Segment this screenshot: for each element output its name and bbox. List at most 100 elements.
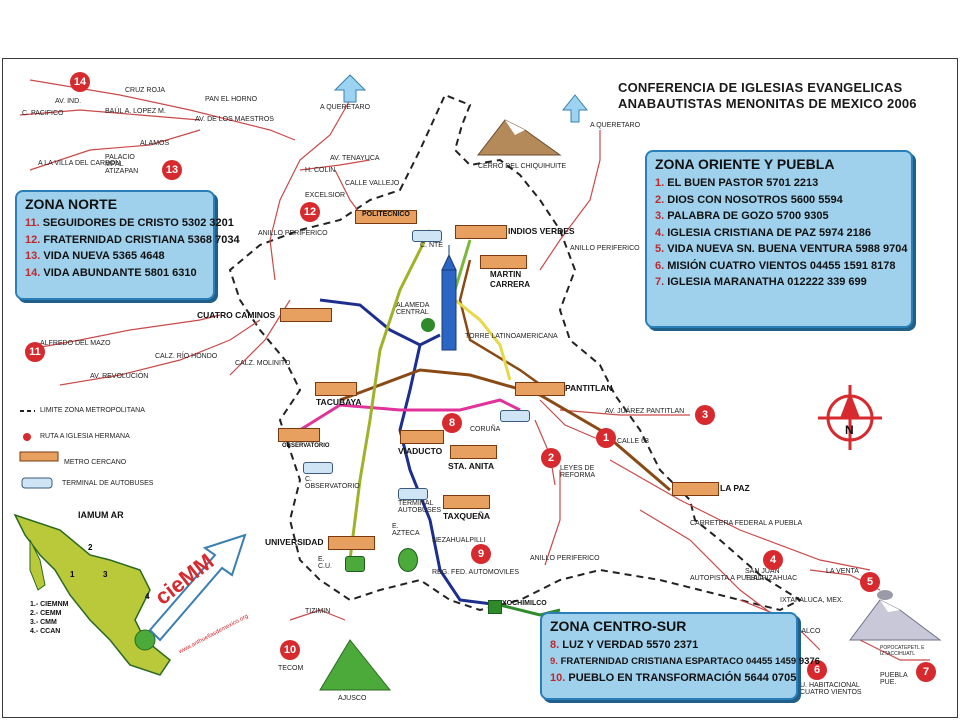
legend-ruta: RUTA A IGLESIA HERMANA — [40, 433, 130, 440]
metro-line-brown — [339, 368, 671, 492]
list-item: 11. SEGUIDORES DE CRISTO 5302 3201 — [25, 217, 234, 229]
label-torre: TORRE LATINOAMERICANA — [465, 333, 558, 340]
church-badge-8[interactable]: 8 — [442, 413, 462, 433]
label-anillo-per-n: ANILLO PERIFERICO — [258, 230, 328, 237]
station-label-xochimilco: XOCHIMILCO — [502, 600, 547, 607]
inset-number-3: 3 — [103, 570, 108, 579]
road-queretaro — [269, 99, 351, 281]
label-tecom: TECOM — [278, 665, 304, 672]
label-popocatepetl: POPOCATEPETL E IZTACCIHUATL — [880, 645, 925, 657]
list-item: 14. VIDA ABUNDANTE 5801 6310 — [25, 266, 197, 279]
station-train-la-paz — [672, 482, 719, 496]
inset-number-4: 4 — [145, 592, 150, 601]
church-badge-7[interactable]: 7 — [916, 662, 936, 682]
zona-norte-panel: ZONA NORTE 11. SEGUIDORES DE CRISTO 5302… — [15, 190, 240, 300]
label-av-juarez: AV. JUÁREZ PANTITLAN — [605, 408, 685, 415]
alameda-tree-icon — [421, 318, 435, 332]
list-item: 13. VIDA NUEVA 5365 4648 — [25, 250, 165, 262]
station-label-observatorio: OBSERVATORIO — [282, 443, 330, 449]
church-badge-1[interactable]: 1 — [596, 428, 616, 448]
label-anillo-per-e: ANILLO PERIFERICO — [570, 245, 640, 252]
road-villa — [29, 129, 201, 171]
label-c-observatorio: C. OBSERVATORIO — [305, 476, 360, 490]
zona-centro-sur-heading: ZONA CENTRO-SUR — [550, 618, 687, 634]
station-train-xochimilco — [488, 600, 502, 614]
tower-icon — [441, 245, 457, 351]
station-label-martin-carrera: MARTIN CARRERA — [490, 270, 530, 289]
legend-terminal: TERMINAL DE AUTOBUSES — [62, 480, 154, 487]
label-av-tenayuca: AV. TENAYUCA — [330, 155, 380, 162]
station-train-taxquena — [443, 495, 490, 509]
road-tizimin — [289, 609, 346, 621]
church-badge-13[interactable]: 13 — [162, 160, 182, 180]
church-badge-6[interactable]: 6 — [807, 660, 827, 680]
bus-terminal-oriente-icon — [500, 410, 530, 422]
road-calle63 — [539, 399, 601, 441]
road-autopista — [639, 509, 781, 621]
station-train-politecnico — [355, 210, 417, 224]
bus-terminal-norte-icon — [412, 230, 442, 242]
label-excelsior: EXCELSIOR — [305, 192, 346, 199]
inset-pointer-arrow — [148, 533, 247, 642]
road-carretera — [609, 459, 871, 571]
arrow-queretaro-1-icon — [333, 74, 367, 103]
church-badge-11[interactable]: 11 — [25, 342, 45, 362]
label-carretera-puebla: CARRETERA FEDERAL A PUEBLA — [690, 520, 803, 527]
church-badge-9[interactable]: 9 — [471, 544, 491, 564]
metro-line-pink — [299, 398, 521, 432]
station-train-cuatro-caminos — [280, 308, 332, 322]
zona-oriente-heading: ZONA ORIENTE Y PUEBLA — [655, 156, 835, 172]
compass-icon — [818, 385, 882, 450]
church-badge-3[interactable]: 3 — [695, 405, 715, 425]
label-alameda: ALAMEDA CENTRAL — [396, 302, 430, 316]
station-train-sta-anita — [450, 445, 497, 459]
label-palacio: PALACIO MPAL ATIZAPAN — [105, 154, 139, 175]
road-revolucion — [59, 319, 261, 386]
label-u-habitacional: U. HABITACIONAL CUATRO VIENTOS — [800, 682, 862, 696]
compass-n-label: N — [845, 423, 854, 437]
bus-terminal-poniente-icon — [303, 462, 333, 474]
church-badge-5[interactable]: 5 — [860, 572, 880, 592]
label-alfredo: ALFREDO DEL MAZO — [40, 340, 111, 347]
list-item: 3. PALABRA DE GOZO 5700 9305 — [655, 210, 829, 222]
label-ixtapaluca: IXTAPALUCA, MEX. — [780, 597, 844, 604]
label-av-revolucion: AV. REVOLUCIÓN — [90, 373, 149, 380]
list-item: 6. MISIÓN CUATRO VIENTOS 04455 1591 8178 — [655, 259, 896, 272]
label-av-ind: AV. IND. — [55, 98, 82, 105]
inset-heading: IAMUM AR — [78, 510, 124, 520]
inset-number-2: 2 — [88, 543, 93, 552]
station-train-martin-carrera — [480, 255, 527, 269]
label-a-queretaro-1: A QUERETARO — [320, 104, 371, 111]
label-san-juan: SAN JUAN TLALPIZAHUAC — [745, 568, 798, 582]
map-title-line2: ANABAUTISTAS MENONITAS DE MEXICO 2006 — [618, 96, 917, 111]
church-badge-12[interactable]: 12 — [300, 202, 320, 222]
church-badge-4[interactable]: 4 — [763, 550, 783, 570]
legend-route-swatch — [23, 433, 31, 441]
church-badge-2[interactable]: 2 — [541, 448, 561, 468]
church-badge-14[interactable]: 14 — [70, 72, 90, 92]
label-h-colin: H. COLIN — [305, 167, 336, 174]
label-la-venta: LA VENTA — [826, 568, 859, 575]
road-tenayuca — [299, 159, 371, 171]
church-badge-10[interactable]: 10 — [280, 640, 300, 660]
mexico-map-icon — [13, 513, 172, 676]
zona-norte-list: 11. SEGUIDORES DE CRISTO 5302 3201 12. F… — [25, 215, 240, 281]
road-av-maestros — [19, 109, 201, 121]
map-title: CONFERENCIA DE IGLESIAS EVANGELICAS ANAB… — [618, 80, 917, 112]
label-tizimin: TIZIMIN — [305, 608, 331, 615]
arrow-queretaro-2-icon — [561, 94, 589, 123]
list-item: 3.- CMM — [30, 619, 57, 626]
list-item: 7. IGLESIA MARANATHA 012222 339 699 — [655, 276, 867, 288]
station-label-pantitlan: PANTITLAN — [565, 383, 613, 393]
label-calz-molinito: CALZ. MOLINITO — [235, 360, 291, 367]
list-item: 2. DIOS CON NOSOTROS 5600 5594 — [655, 193, 843, 206]
zona-oriente-panel: ZONA ORIENTE Y PUEBLA 1. EL BUEN PASTOR … — [645, 150, 913, 328]
top-margin — [0, 0, 960, 58]
station-label-viaducto: VIADUCTO — [398, 446, 443, 456]
mountain-ajusco-icon — [319, 639, 392, 691]
label-e-azteca: E. AZTECA — [392, 523, 420, 537]
stadium-azteca-icon — [398, 548, 418, 572]
station-train-indios-verdes — [455, 225, 507, 239]
list-item: 8. LUZ Y VERDAD 5570 2371 — [550, 639, 699, 651]
station-train-tacubaya — [315, 382, 357, 396]
